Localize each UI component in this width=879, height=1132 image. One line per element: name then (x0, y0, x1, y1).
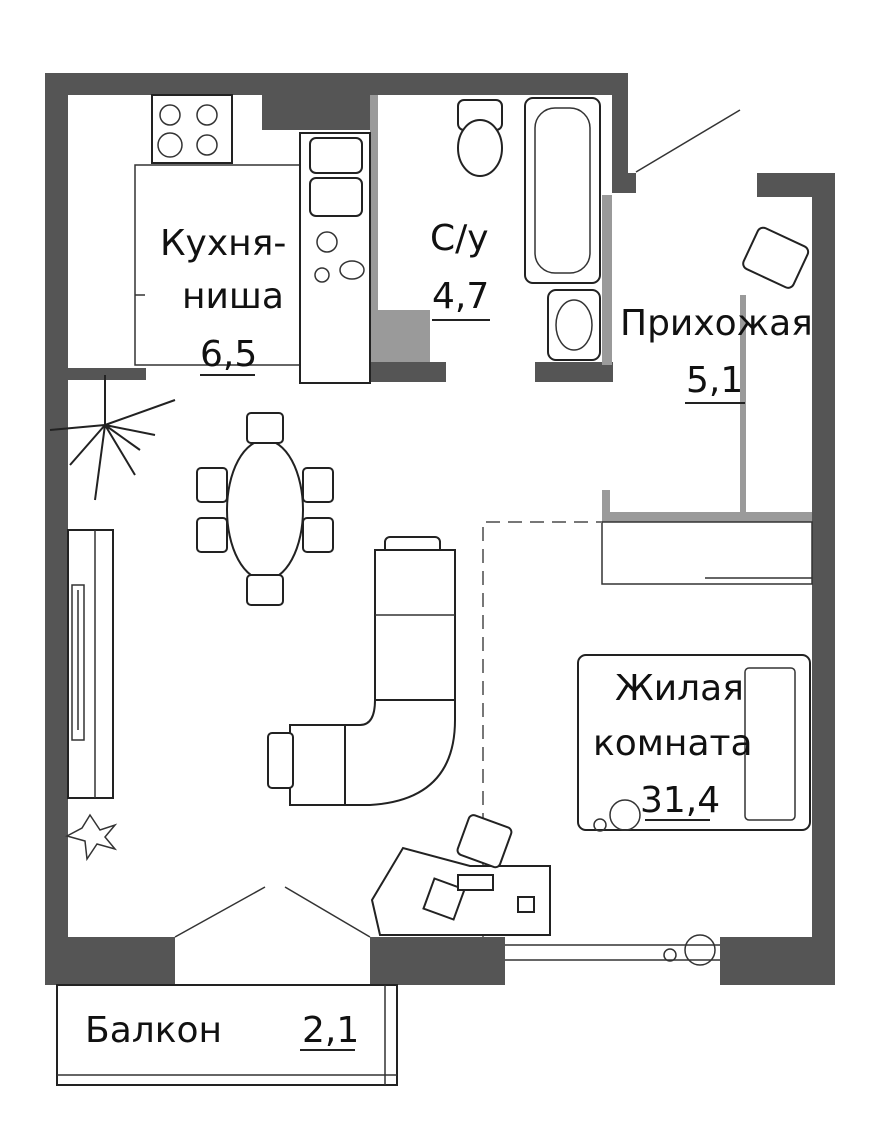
sofa-icon (267, 536, 456, 806)
kitchen-name-line1: Кухня- (160, 223, 286, 264)
balcony (56, 984, 398, 1086)
hallway (601, 226, 813, 585)
bathroom (432, 97, 601, 361)
hallway-area: 5,1 (686, 360, 743, 401)
flower-icon (593, 799, 716, 966)
bathroom-area: 4,7 (432, 276, 489, 317)
chair-icon (196, 467, 228, 503)
zone-divider (482, 521, 602, 937)
desk-icon (370, 814, 551, 936)
sink-icon (309, 137, 363, 174)
bathtub-icon (524, 97, 601, 284)
walls (45, 73, 835, 985)
bed-icon (577, 654, 811, 831)
kitchen-area: 6,5 (200, 334, 257, 375)
living-name-line2: комната (593, 723, 753, 764)
balcony-area: 2,1 (302, 1010, 359, 1051)
wall-unit (67, 529, 114, 799)
armchair-icon (742, 226, 810, 289)
stove-icon (151, 94, 233, 164)
living-area: 31,4 (640, 780, 720, 821)
living-name-line1: Жилая (615, 668, 744, 709)
toilet-icon (457, 119, 503, 177)
kitchen-name-line2: ниша (182, 276, 284, 317)
kitchen (134, 94, 371, 384)
hallway-name: Прихожая (620, 303, 813, 344)
desk-chair-icon (456, 814, 513, 869)
door-swing-icon (174, 886, 720, 961)
plant-icon (49, 375, 176, 862)
dining-area (196, 412, 334, 606)
balcony-name: Балкон (85, 1010, 222, 1051)
table-icon (226, 439, 304, 581)
entrance-door-icon (635, 109, 741, 173)
bathroom-name: С/у (430, 218, 489, 259)
